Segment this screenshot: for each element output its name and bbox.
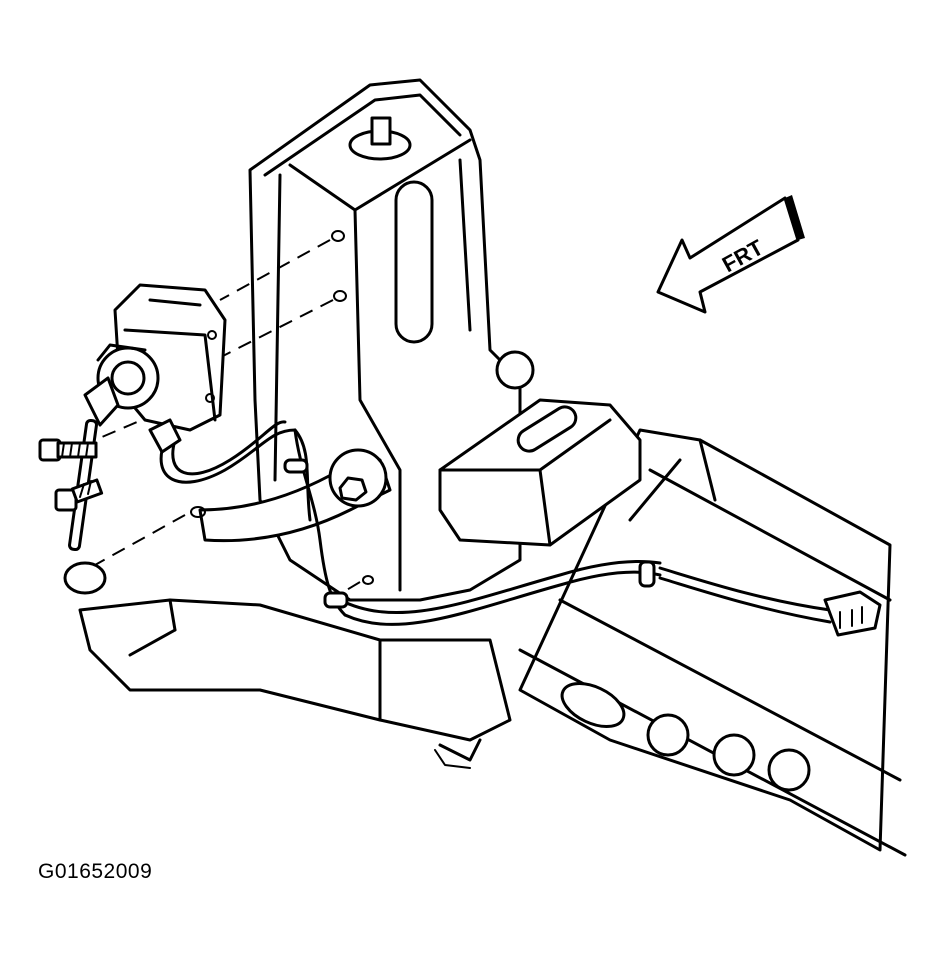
front-direction-arrow-icon: FRT [656, 195, 805, 314]
connector-icon [823, 590, 882, 637]
frame-hole [646, 713, 690, 757]
harness-boot [148, 418, 182, 454]
arm-nut [338, 476, 368, 502]
mount-hole [331, 230, 345, 242]
frame-slot [560, 682, 626, 728]
frame-hole [712, 733, 756, 777]
link-rod-end [63, 561, 107, 595]
side-stud [495, 350, 535, 390]
frame-rail [518, 428, 907, 857]
tower-slot [394, 180, 434, 344]
harness-clip [283, 458, 309, 474]
link-stud [190, 506, 206, 518]
sensor-arm [83, 376, 120, 427]
bolt-icon [38, 438, 98, 462]
figure-code: G01652009 [38, 860, 153, 883]
mount-hole [362, 575, 374, 585]
body-mount-pad [438, 398, 642, 547]
frame-hole [767, 748, 811, 792]
pad-slot [516, 405, 578, 453]
top-stud [370, 116, 392, 146]
wiring-harness [148, 418, 832, 626]
bolt-icon [54, 478, 104, 512]
height-sensor [63, 283, 227, 595]
harness-clip [323, 591, 349, 609]
cross-member [78, 598, 512, 769]
harness-clip [638, 560, 656, 588]
mount-hole [333, 290, 347, 302]
control-arm [198, 448, 392, 543]
